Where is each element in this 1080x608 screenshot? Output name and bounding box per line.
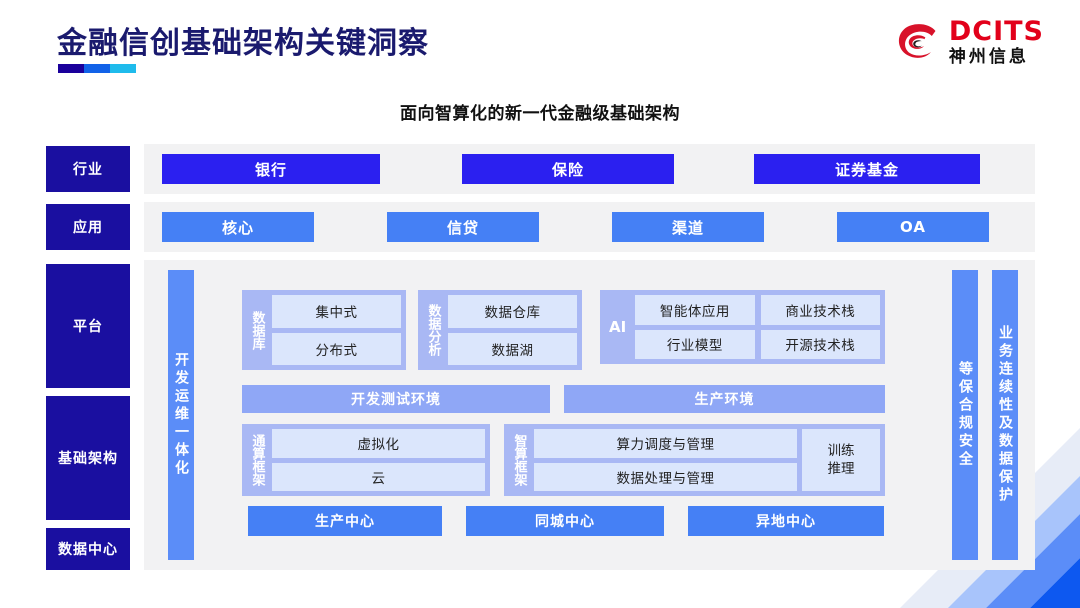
brand-logo: DCITS 神州信息 [895, 18, 1044, 66]
page-subtitle: 面向智算化的新一代金融级基础架构 [400, 104, 680, 124]
cell-data-processing[interactable]: 数据处理与管理 [534, 462, 797, 491]
cell-virtualization[interactable]: 虚拟化 [272, 429, 485, 458]
inference-label: 推理 [827, 461, 855, 477]
rail-label-industry: 行业 [46, 146, 130, 192]
rail-label-datacenter: 数据中心 [46, 528, 130, 570]
group-caption-general-compute: 通算框架 [249, 434, 265, 486]
industry-row: 银行 保险 证券基金 [144, 144, 1035, 194]
vertical-bar-continuity: 业务连续性及数据保护 [992, 270, 1018, 560]
application-row: 核心 信贷 渠道 OA [144, 202, 1035, 252]
cell-cloud[interactable]: 云 [272, 462, 485, 491]
datacenter-metro[interactable]: 同城中心 [466, 506, 664, 536]
group-caption-data-analysis: 数据分析 [425, 304, 441, 356]
rail-label-platform: 平台 [46, 264, 130, 388]
cell-data-warehouse[interactable]: 数据仓库 [448, 295, 577, 328]
rail-label-infrastructure: 基础架构 [46, 396, 130, 520]
logo-text-cn: 神州信息 [948, 47, 1029, 67]
group-ai-compute: 智算框架 算力调度与管理 数据处理与管理 训练 推理 [504, 424, 885, 496]
cell-agent-application[interactable]: 智能体应用 [635, 295, 755, 325]
cell-database-centralized[interactable]: 集中式 [272, 295, 401, 328]
rail-label-application: 应用 [46, 204, 130, 250]
group-caption-ai-compute: 智算框架 [511, 434, 527, 486]
accent-segment-1 [58, 64, 84, 73]
cell-commercial-stack[interactable]: 商业技术栈 [760, 295, 881, 325]
group-data-analysis: 数据分析 数据仓库 数据湖 [418, 290, 582, 370]
page-title: 金融信创基础架构关键洞察 [57, 26, 429, 61]
cell-compute-scheduling[interactable]: 算力调度与管理 [534, 429, 797, 458]
application-item[interactable]: 核心 [162, 212, 314, 242]
cell-data-lake[interactable]: 数据湖 [448, 332, 577, 365]
accent-segment-2 [84, 64, 110, 73]
cell-database-distributed[interactable]: 分布式 [272, 332, 401, 365]
industry-item[interactable]: 证券基金 [754, 154, 980, 184]
logo-text-en: DCITS [948, 16, 1044, 47]
group-caption-database: 数据库 [249, 310, 265, 350]
bar-dev-test-environment[interactable]: 开发测试环境 [242, 385, 550, 413]
cell-opensource-stack[interactable]: 开源技术栈 [760, 329, 881, 359]
datacenter-remote[interactable]: 异地中心 [688, 506, 884, 536]
group-caption-ai: AI [609, 318, 627, 336]
group-ai: AI 智能体应用 行业模型 商业技术栈 开源技术栈 [600, 290, 885, 364]
group-general-compute: 通算框架 虚拟化 云 [242, 424, 490, 496]
industry-item[interactable]: 银行 [162, 154, 380, 184]
group-database: 数据库 集中式 分布式 [242, 290, 406, 370]
datacenter-production[interactable]: 生产中心 [248, 506, 442, 536]
application-item[interactable]: 渠道 [612, 212, 764, 242]
train-label: 训练 [827, 442, 855, 459]
vertical-bar-devops: 开发运维一体化 [168, 270, 194, 560]
cell-train-inference[interactable]: 训练 推理 [802, 429, 880, 491]
application-item[interactable]: OA [837, 212, 989, 242]
dcits-swirl-icon [898, 24, 936, 58]
vertical-bar-security: 等保合规安全 [952, 270, 978, 560]
industry-item[interactable]: 保险 [462, 154, 674, 184]
application-item[interactable]: 信贷 [387, 212, 539, 242]
accent-segment-3 [110, 64, 136, 73]
bar-production-environment[interactable]: 生产环境 [564, 385, 885, 413]
cell-industry-model[interactable]: 行业模型 [635, 329, 755, 359]
title-accent-bar [58, 64, 136, 73]
